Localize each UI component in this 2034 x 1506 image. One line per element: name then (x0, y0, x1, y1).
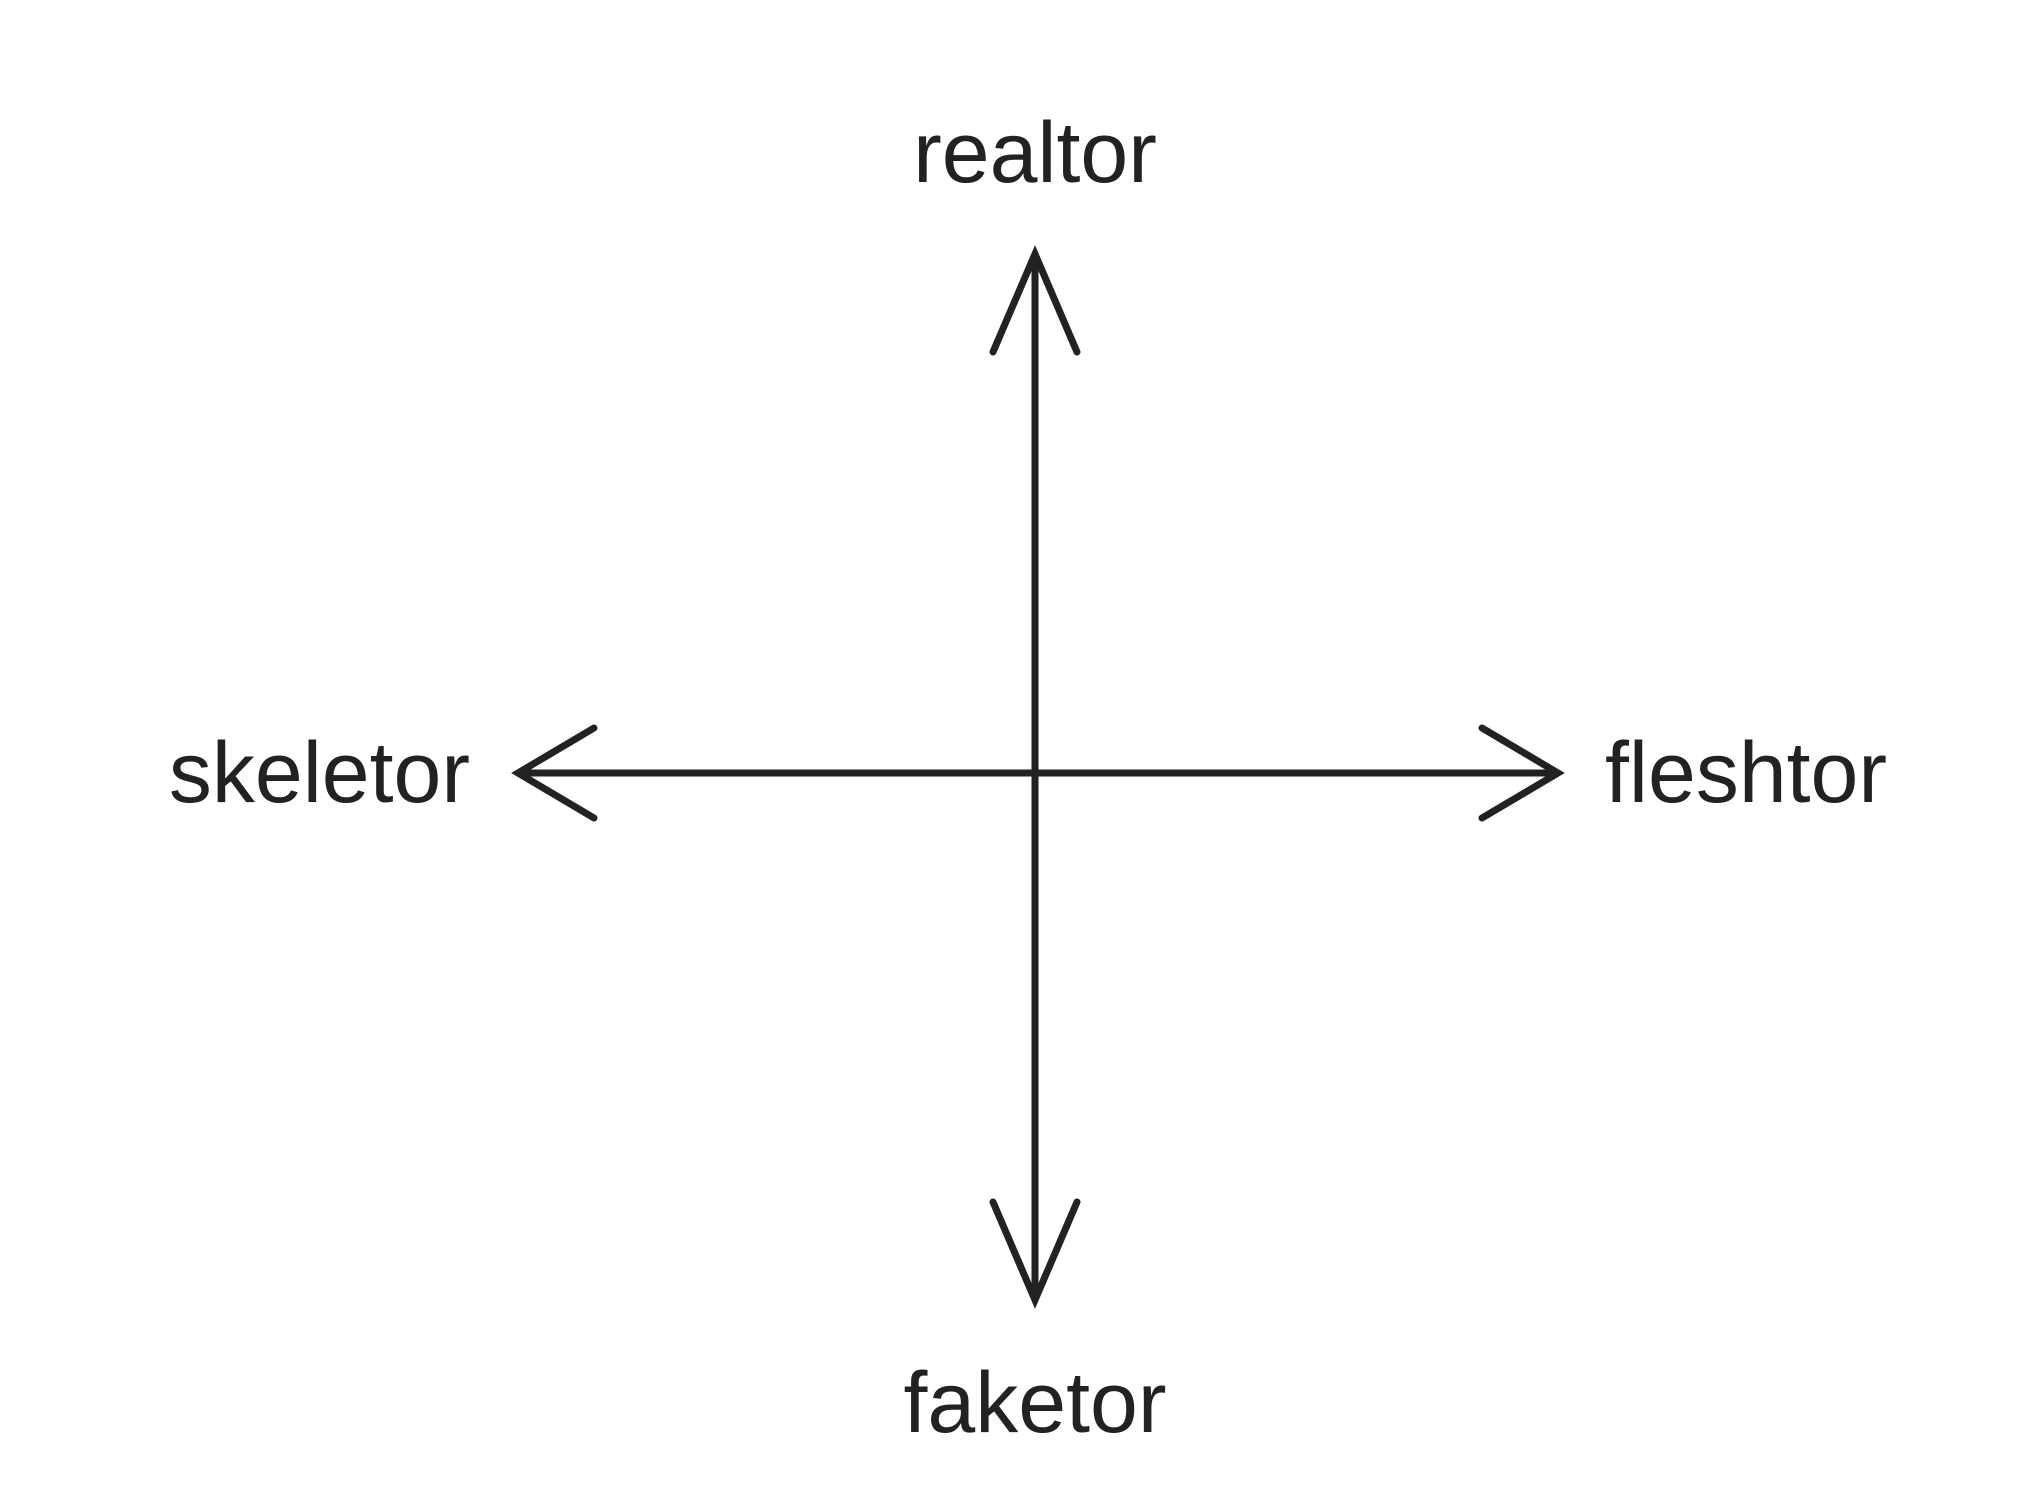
axis-label-top: realtor (913, 105, 1157, 201)
axis-label-left: skeletor (168, 725, 470, 821)
axis-label-right: fleshtor (1605, 725, 1888, 821)
axis-label-bottom: faketor (903, 1355, 1167, 1451)
arrowhead-left-icon (511, 724, 598, 822)
arrowhead-down-icon (989, 1198, 1081, 1309)
arrowhead-up-icon (989, 245, 1081, 356)
arrowhead-right-icon (1478, 724, 1565, 822)
